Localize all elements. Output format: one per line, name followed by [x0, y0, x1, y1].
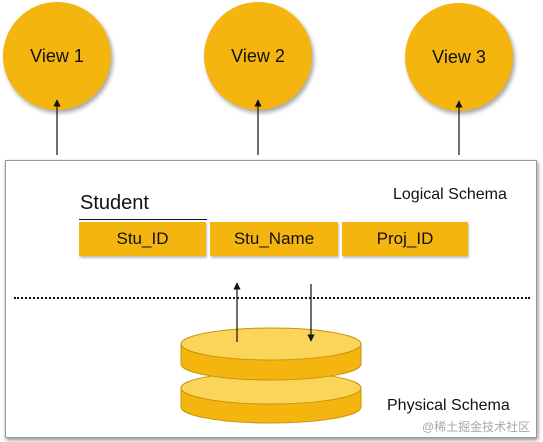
column-stu-id: Stu_ID [79, 222, 206, 256]
disk-upper-top [180, 327, 362, 361]
watermark: @稀土掘金技术社区 [422, 420, 531, 434]
database-icon [180, 327, 362, 424]
view-3-circle: View 3 [405, 3, 513, 111]
column-label: Stu_ID [116, 229, 169, 248]
column-label: Stu_Name [233, 229, 315, 248]
column-label: Proj_ID [376, 229, 434, 248]
view-3-label: View 3 [432, 46, 486, 67]
column-stu-name: Stu_Name [210, 222, 338, 256]
physical-schema-label: Physical Schema [387, 397, 510, 414]
table-name-underline [79, 219, 207, 220]
view-1-circle: View 1 [3, 2, 111, 110]
column-proj-id: Proj_ID [342, 222, 468, 256]
table-name: Student [80, 192, 149, 214]
schema-divider [14, 297, 530, 299]
logical-schema-label: Logical Schema [393, 186, 507, 203]
view-2-label: View 2 [231, 45, 285, 66]
view-1-label: View 1 [30, 45, 84, 66]
view-2-circle: View 2 [204, 2, 312, 110]
